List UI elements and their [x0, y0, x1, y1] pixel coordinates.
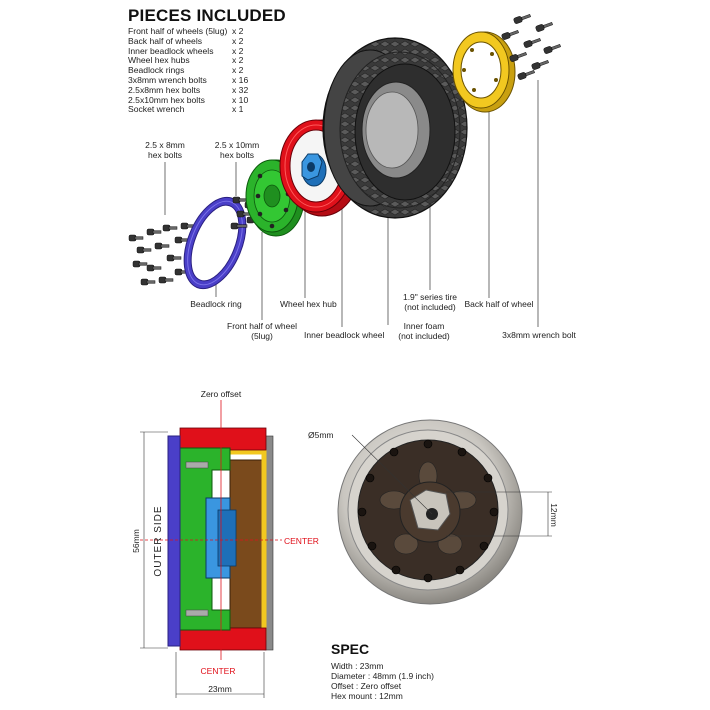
label-inner-beadlock: Inner beadlock wheel [304, 330, 385, 340]
spec-title: SPEC [331, 641, 370, 657]
spec-line: Offset : Zero offset [331, 681, 402, 691]
label-line: Front half of wheel [227, 321, 297, 331]
list-item: Wheel hex hubs x 2 [128, 56, 248, 66]
list-item: Socket wrench x 1 [128, 105, 248, 115]
label-line: 1.9" series tire [402, 292, 458, 302]
wheel-hex-hub [301, 153, 327, 187]
spec-line: Diameter : 48mm (1.9 inch) [331, 671, 434, 681]
label-center-right: CENTER [284, 536, 319, 546]
piece-name: Beadlock rings [128, 65, 185, 76]
label-line: (5lug) [251, 331, 273, 341]
piece-qty: x 10 [232, 94, 249, 105]
piece-name: Back half of wheels [128, 35, 203, 46]
back-half-wheel [452, 31, 516, 113]
label-line: 2.5 x 8mm [145, 140, 185, 150]
label-line: Inner foam [403, 321, 445, 331]
label-line: (not included) [398, 331, 450, 341]
beadlock-ring [183, 196, 247, 290]
piece-qty: x 16 [232, 74, 249, 85]
label-beadlock-ring: Beadlock ring [190, 299, 242, 309]
spec-line: Width : 23mm [331, 661, 384, 671]
label-wrench-bolt: 3x8mm wrench bolt [502, 330, 576, 340]
piece-name: 3x8mm wrench bolts [128, 74, 207, 85]
piece-qty: x 2 [232, 45, 244, 56]
list-item: Beadlock rings x 2 [128, 65, 248, 76]
piece-qty: x 1 [232, 104, 244, 115]
piece-name: Inner beadlock wheels [128, 45, 214, 56]
label-line: 2.5 x 10mm [214, 140, 260, 150]
piece-qty: x 2 [232, 26, 244, 36]
pieces-title: PIECES INCLUDED [128, 6, 286, 25]
piece-name: 2.5x10mm hex bolts [128, 94, 205, 105]
spec-list: Width : 23mm Diameter : 48mm (1.9 inch) … [331, 661, 434, 701]
wrench-bolts-3x8 [501, 14, 561, 80]
piece-name: 2.5x8mm hex bolts [128, 84, 201, 95]
list-item: 3x8mm wrench bolts x 16 [128, 74, 249, 86]
label-front-half: Front half of wheel (5lug) [226, 321, 298, 341]
list-item: 2.5x8mm hex bolts x 32 [128, 84, 249, 96]
piece-qty: x 2 [232, 55, 244, 66]
pieces-list: Front half of wheels (5lug) x 2 Back half… [128, 26, 249, 115]
piece-qty: x 2 [232, 65, 244, 76]
label-tire: 1.9" series tire (not included) [400, 292, 460, 312]
label-back-half: Back half of wheel [464, 299, 534, 309]
spec-line: Hex mount : 12mm [331, 691, 403, 701]
piece-name: Front half of wheels (5lug) [128, 26, 228, 36]
hex-bolts-25x8 [128, 222, 196, 286]
piece-name: Wheel hex hubs [128, 55, 190, 66]
label-wheel-hex-hub: Wheel hex hub [280, 299, 337, 309]
piece-name: Socket wrench [128, 104, 185, 115]
list-item: 2.5x10mm hex bolts x 10 [128, 94, 249, 106]
list-item: Front half of wheels (5lug) x 2 [128, 26, 248, 37]
label-line: (not included) [404, 302, 456, 312]
label-hex-12mm: 12mm [549, 503, 559, 527]
list-item: Back half of wheels x 2 [128, 35, 248, 47]
label-height-56mm: 56mm [131, 529, 141, 553]
label-width-23mm: 23mm [208, 684, 232, 694]
tire [322, 37, 468, 219]
piece-qty: x 2 [232, 35, 244, 46]
list-item: Inner beadlock wheels x 2 [128, 45, 248, 57]
piece-qty: x 32 [232, 84, 249, 95]
label-hex-bolts-25x8: 2.5 x 8mm hex bolts [140, 140, 190, 160]
label-zero-offset: Zero offset [200, 389, 242, 399]
label-diameter-5mm: Ø5mm [308, 430, 334, 440]
label-inner-foam: Inner foam (not included) [398, 321, 450, 341]
label-hex-bolts-25x10: 2.5 x 10mm hex bolts [210, 140, 264, 160]
label-center-bottom: CENTER [200, 666, 236, 676]
cross-section-diagram [140, 400, 282, 698]
wheel-photo [337, 419, 552, 605]
label-line: hex bolts [147, 150, 183, 160]
label-line: hex bolts [219, 150, 255, 160]
label-outer-side: OUTER SIDE [153, 505, 164, 577]
